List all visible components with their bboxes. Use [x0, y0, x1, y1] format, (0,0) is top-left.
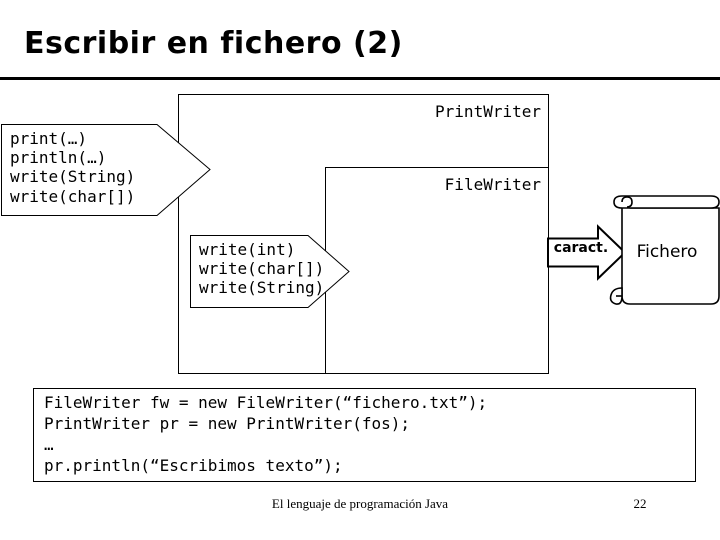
code-example-box: [33, 388, 696, 482]
title-divider: [0, 77, 720, 80]
printwriter-class-label: PrintWriter: [435, 102, 541, 121]
footer-title: El lenguaje de programación Java: [271, 496, 449, 511]
printwriter-methods-text: print(…) println(…) write(String) write(…: [10, 129, 136, 206]
filewriter-class-label: FileWriter: [444, 175, 541, 194]
page-title: Escribir en fichero (2): [24, 26, 403, 61]
caract-arrow-label: caract.: [553, 240, 609, 256]
caract-flow-arrow: [547, 224, 627, 281]
filewriter-methods-text: write(int) write(char[]) write(String): [199, 240, 325, 298]
printwriter-methods-arrow: [1, 124, 211, 216]
code-example-text: FileWriter fw = new FileWriter(“fichero.…: [44, 393, 488, 475]
filewriter-class-box: [325, 167, 549, 374]
fichero-label: Fichero: [636, 242, 698, 262]
fichero-scroll-shape: [608, 192, 720, 310]
filewriter-methods-arrow: [190, 235, 350, 308]
footer-page-number: 22: [633, 496, 647, 511]
